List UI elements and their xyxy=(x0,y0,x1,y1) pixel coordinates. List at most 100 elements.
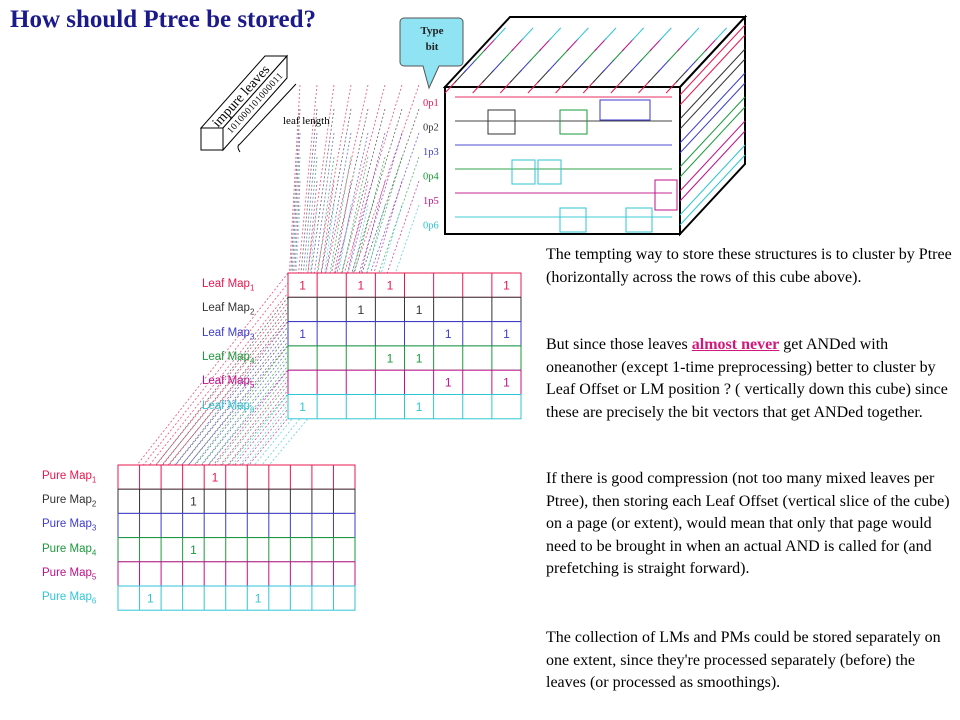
projection-line xyxy=(147,272,329,490)
leaf-map-label: Leaf Map5 xyxy=(202,375,255,390)
cube-layer-line xyxy=(521,27,534,41)
leaf-map-cell-value: 1 xyxy=(299,400,306,414)
cube-leaf-box xyxy=(559,109,588,135)
projection-line xyxy=(328,132,386,347)
projection-line xyxy=(295,84,318,298)
pure-map-cell-value: 1 xyxy=(212,470,219,484)
leaf-map-cell-value: 1 xyxy=(357,303,364,317)
cube-layer-line xyxy=(679,106,746,178)
paragraph-tempting: The tempting way to store these structur… xyxy=(546,246,952,286)
cube-layer-line xyxy=(679,120,746,192)
projection-line xyxy=(328,108,386,322)
pure-map-row xyxy=(117,585,356,611)
leaf-map-cell-value: 1 xyxy=(387,351,394,365)
ptree-label: 1p5 xyxy=(423,196,439,207)
projection-line xyxy=(320,84,369,298)
leaf-map-cell-value: 1 xyxy=(416,303,423,317)
leaf-length-label: leaf length xyxy=(283,115,330,127)
leaf-map-cell-value: 1 xyxy=(503,279,510,293)
leaf-map-cell-value: 1 xyxy=(445,327,452,341)
pure-map-label: Pure Map3 xyxy=(42,518,97,533)
leaf-map-cell-value: 1 xyxy=(416,351,423,365)
cube-layer-line xyxy=(679,58,746,130)
pure-map-cell-value: 1 xyxy=(190,495,197,509)
cube-layer-line xyxy=(564,69,578,83)
cube-leaf-box xyxy=(537,159,562,185)
leaf-map-label: Leaf Map2 xyxy=(202,302,255,317)
cube-layer-line xyxy=(576,27,589,41)
callout-text: Type xyxy=(420,25,443,37)
projection-line xyxy=(147,297,329,514)
projection-line xyxy=(147,345,329,563)
leaf-map-cell-value: 1 xyxy=(387,279,394,293)
pure-map-row xyxy=(117,537,356,563)
leaf-map-label: Leaf Map3 xyxy=(202,326,255,341)
cube-layer-line xyxy=(679,34,746,106)
projection-line xyxy=(328,84,386,298)
cube-right-face xyxy=(679,14,746,237)
pure-map-row xyxy=(117,464,356,490)
cube-layer-line xyxy=(679,82,746,154)
cube-layer-line xyxy=(679,144,746,216)
cube-layer-line xyxy=(603,27,617,41)
pure-map-cell-value: 1 xyxy=(190,543,197,557)
cube-layer-line xyxy=(686,27,700,41)
projection-line xyxy=(336,84,403,298)
page-title: How should Ptree be stored? xyxy=(10,6,317,33)
leaf-map-cell-value: 1 xyxy=(299,327,306,341)
pure-map-row xyxy=(117,561,356,587)
cube-layer-line xyxy=(574,59,588,73)
paragraph-compression: If there is good compression (not too ma… xyxy=(546,470,950,577)
cube-top-face xyxy=(442,16,748,88)
projection-line xyxy=(117,272,289,490)
cube-layer-line xyxy=(679,72,746,144)
pure-map-label: Pure Map2 xyxy=(42,494,97,509)
pure-map-label: Pure Map1 xyxy=(42,470,97,485)
pure-map-cell-value: 1 xyxy=(147,591,154,605)
cube-leaf-box xyxy=(625,207,653,233)
leaf-map-cell-value: 1 xyxy=(357,279,364,293)
leaf-map-cell-value: 1 xyxy=(445,376,452,390)
cube-layer-line xyxy=(659,27,672,41)
cube-leaf-box xyxy=(654,179,678,211)
cube-layer-line xyxy=(631,27,645,41)
cube-layer-line xyxy=(555,80,568,94)
leaf-length-bracket xyxy=(237,83,297,153)
cube-layer-line xyxy=(472,80,485,94)
cube-layer-line xyxy=(584,48,597,62)
projection-line xyxy=(328,180,386,395)
paragraph-almost-never: But since those leaves almost never get … xyxy=(546,336,948,421)
projection-line xyxy=(135,272,313,490)
cube-leaf-box xyxy=(599,99,651,121)
leaf-map-cell-value: 1 xyxy=(416,400,423,414)
pure-map-label: Pure Map6 xyxy=(42,591,97,606)
cube-layer-line xyxy=(482,69,495,83)
leaf-map-cell-value: 1 xyxy=(299,279,306,293)
projection-line xyxy=(328,156,386,371)
leaf-map-cell-value: 1 xyxy=(503,376,510,390)
ptree-label: 0p6 xyxy=(423,221,439,232)
cube-layer-line xyxy=(679,96,746,168)
projection-line xyxy=(320,156,369,371)
ptree-label: 0p1 xyxy=(423,98,439,109)
rod-end xyxy=(200,127,224,151)
cube-layer-line xyxy=(501,48,514,62)
projection-line xyxy=(336,204,403,419)
cube-layer-line xyxy=(493,27,506,41)
leaf-map-cell-value: 1 xyxy=(503,327,510,341)
ptree-label: 0p2 xyxy=(423,123,439,134)
impure-leaves-rod xyxy=(199,54,297,153)
cube-leaf-box xyxy=(511,159,536,185)
callout-text: bit xyxy=(426,41,439,53)
type-bit-callout xyxy=(399,17,464,90)
leaf-map-label: Leaf Map4 xyxy=(202,350,255,366)
cube-layer-line xyxy=(491,59,505,73)
ptree-cube xyxy=(442,14,748,237)
ptree-label: 1p3 xyxy=(423,147,439,158)
pure-map-row xyxy=(117,512,356,539)
rod-side xyxy=(222,54,288,152)
projection-line xyxy=(344,84,420,298)
almost-never-emphasis: almost never xyxy=(691,336,780,353)
paragraph-lm-pm: The collection of LMs and PMs could be s… xyxy=(546,629,941,691)
